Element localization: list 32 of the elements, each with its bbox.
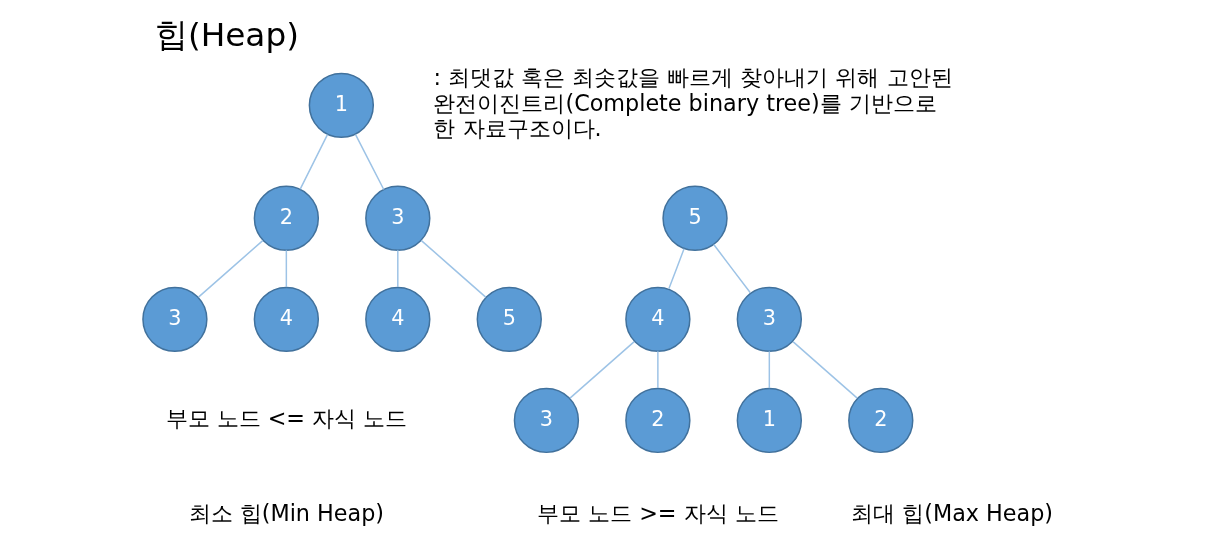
connector <box>420 239 487 298</box>
node-circle: 3 <box>513 387 580 454</box>
node-circle: 2 <box>625 387 691 454</box>
connector <box>792 340 858 399</box>
node-circle: 4 <box>625 286 691 353</box>
connector <box>285 249 288 288</box>
node-circle: 2 <box>253 185 320 251</box>
connector <box>713 243 752 294</box>
connector <box>668 247 685 290</box>
connector <box>197 239 264 298</box>
label: : 최댓값 혹은 최솟값을 빠르게 찾아내기 위해 고안된 완전이진트리(Complete binary tree)를 기반으로 한 자료구조이다. <box>433 64 953 141</box>
connector <box>397 249 399 288</box>
node-circle: 5 <box>476 286 542 353</box>
node-circle: 1 <box>736 387 803 454</box>
connector <box>768 350 771 389</box>
label: 부모 노드 <= 자식 노드 <box>165 404 408 431</box>
node-circle: 3 <box>142 286 208 353</box>
connector <box>299 133 329 190</box>
connector <box>657 350 659 389</box>
connector <box>569 340 635 399</box>
node-circle: 2 <box>848 387 914 454</box>
node-circle: 5 <box>662 185 728 251</box>
node-circle: 4 <box>253 286 320 353</box>
label: 부모 노드 >= 자식 노드 <box>537 500 779 527</box>
node-circle: 3 <box>736 286 803 353</box>
node-circle: 3 <box>365 185 431 251</box>
label: 최소 힙(Min Heap) <box>188 500 385 527</box>
diagram-title: 힙(Heap) <box>154 16 299 55</box>
node-circle: 4 <box>365 286 431 353</box>
connector <box>354 133 385 191</box>
label: 최대 힙(Max Heap) <box>851 500 1054 527</box>
node-circle: 1 <box>308 72 375 139</box>
